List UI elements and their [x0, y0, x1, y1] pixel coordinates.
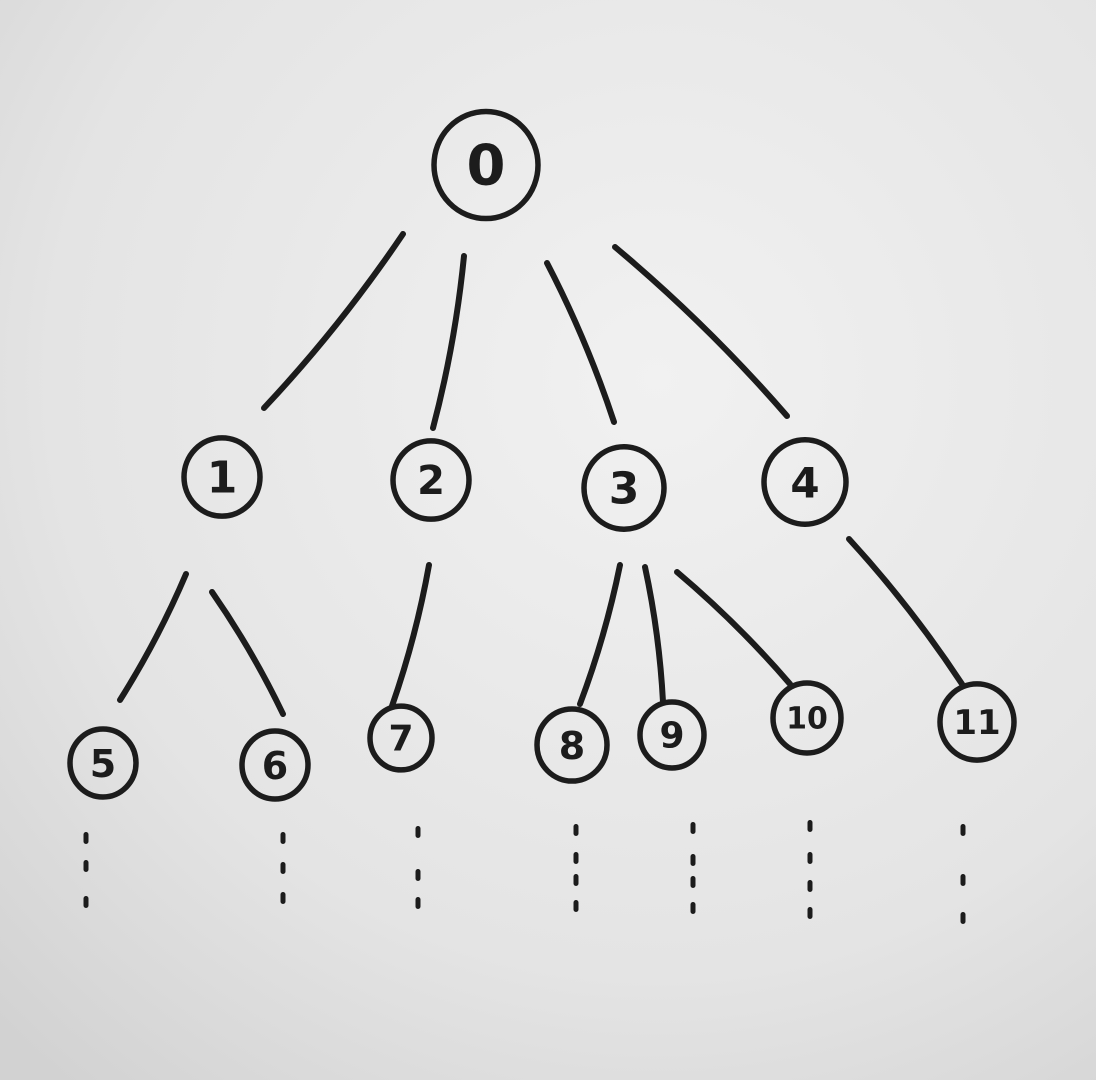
node-10: 10 — [770, 680, 844, 756]
continuation-dot-9-4 — [690, 902, 696, 914]
node-label-0: 0 — [467, 134, 506, 199]
node-circle-11 — [937, 681, 1017, 763]
edge-4-to-11 — [846, 536, 965, 687]
continuation-dots-layer — [83, 820, 966, 924]
node-circle-8 — [534, 706, 610, 784]
node-label-8: 8 — [559, 724, 585, 768]
edge-3-to-9 — [642, 564, 666, 705]
node-circle-0 — [431, 108, 541, 222]
continuation-dot-7-3 — [415, 897, 421, 909]
continuation-dot-11-3 — [960, 912, 966, 924]
continuation-dots-5 — [83, 832, 89, 908]
continuation-dot-11-2 — [960, 874, 966, 886]
node-label-5: 5 — [90, 742, 116, 786]
continuation-dot-9-2 — [690, 854, 696, 866]
continuation-dot-5-3 — [83, 896, 89, 908]
continuation-dot-10-4 — [807, 907, 813, 919]
node-circle-3 — [581, 444, 667, 532]
edge-0-to-4 — [612, 244, 790, 419]
continuation-dot-8-2 — [573, 852, 579, 864]
edge-3-to-8 — [577, 562, 623, 707]
continuation-dot-9-1 — [690, 822, 696, 834]
continuation-dot-7-1 — [415, 826, 421, 838]
continuation-dots-8 — [573, 824, 579, 912]
continuation-dot-6-2 — [280, 862, 286, 874]
node-0: 0 — [431, 108, 541, 222]
continuation-dot-8-3 — [573, 874, 579, 886]
continuation-dot-8-4 — [573, 900, 579, 912]
continuation-dot-7-2 — [415, 869, 421, 881]
node-circle-5 — [67, 726, 139, 800]
node-label-1: 1 — [207, 453, 238, 504]
node-6: 6 — [239, 728, 311, 802]
node-9: 9 — [637, 699, 707, 771]
node-circle-10 — [770, 680, 844, 756]
node-11: 11 — [937, 681, 1017, 763]
node-8: 8 — [534, 706, 610, 784]
node-1: 1 — [181, 435, 263, 519]
continuation-dot-10-3 — [807, 880, 813, 892]
continuation-dot-9-3 — [690, 876, 696, 888]
continuation-dots-10 — [807, 820, 813, 919]
node-circle-6 — [239, 728, 311, 802]
nodes-layer: 0 1 2 3 4 5 6 7 8 9 10 11 — [67, 108, 1017, 802]
node-label-4: 4 — [790, 459, 819, 508]
node-label-2: 2 — [417, 458, 445, 504]
continuation-dot-6-1 — [280, 832, 286, 844]
node-circle-4 — [761, 437, 849, 527]
node-label-6: 6 — [262, 744, 288, 788]
node-5: 5 — [67, 726, 139, 800]
node-label-11: 11 — [953, 703, 1000, 743]
node-label-7: 7 — [388, 719, 413, 760]
continuation-dot-8-1 — [573, 824, 579, 836]
continuation-dot-5-2 — [83, 860, 89, 872]
continuation-dot-11-1 — [960, 824, 966, 836]
continuation-dot-5-1 — [83, 832, 89, 844]
node-4: 4 — [761, 437, 849, 527]
node-circle-9 — [637, 699, 707, 771]
node-circle-7 — [367, 703, 435, 773]
node-circle-2 — [390, 438, 472, 522]
edge-0-to-3 — [544, 260, 617, 425]
node-label-3: 3 — [609, 464, 640, 515]
node-circle-1 — [181, 435, 263, 519]
continuation-dot-10-1 — [807, 820, 813, 832]
node-2: 2 — [390, 438, 472, 522]
edge-3-to-10 — [674, 569, 793, 687]
continuation-dots-6 — [280, 832, 286, 904]
node-7: 7 — [367, 703, 435, 773]
edge-2-to-7 — [389, 562, 432, 709]
node-3: 3 — [581, 444, 667, 532]
node-label-10: 10 — [786, 702, 828, 737]
edge-1-to-5 — [117, 571, 189, 703]
node-label-9: 9 — [659, 716, 684, 757]
edge-1-to-6 — [209, 589, 286, 717]
edge-0-to-2 — [430, 253, 467, 431]
continuation-dots-7 — [415, 826, 421, 909]
continuation-dot-6-3 — [280, 892, 286, 904]
continuation-dots-9 — [690, 822, 696, 914]
edge-0-to-1 — [261, 231, 406, 411]
continuation-dots-11 — [960, 824, 966, 924]
continuation-dot-10-2 — [807, 852, 813, 864]
edges-layer — [117, 231, 965, 717]
